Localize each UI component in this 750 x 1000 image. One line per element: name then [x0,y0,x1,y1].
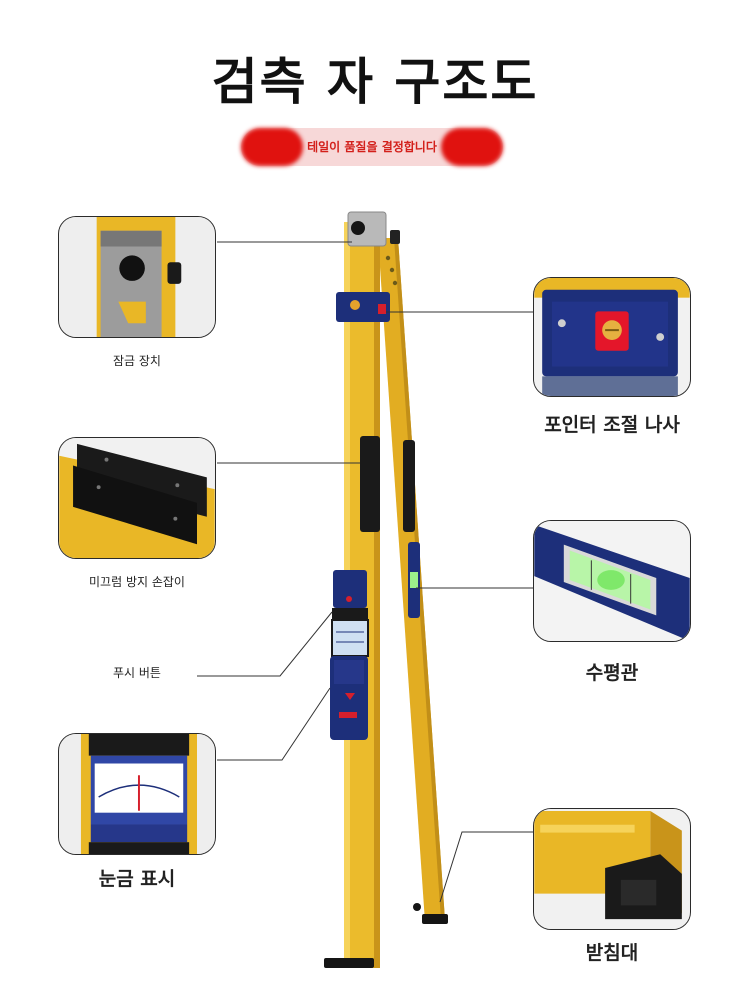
base-foot-left [324,958,374,968]
grip-detail-photo [58,437,216,559]
level-vial-label: 수평관 [585,662,639,684]
base-detail-photo [533,808,691,930]
lock-plate [347,211,387,247]
push-button-module [333,570,367,608]
base-label: 받침대 [585,942,639,964]
lock-label: 잠금 장치 [113,354,161,368]
page-title: 검측 자 구조도 [211,53,539,111]
scale-window [331,619,369,657]
scale-label: 눈금 표시 [98,868,176,890]
banner-right-blob [441,128,503,166]
banner-left-blob [241,128,303,166]
level-vial-photo [533,520,691,642]
lock-detail-photo [58,216,216,338]
base-foot-right [422,914,448,924]
pointer-screw-label: 포인터 조절 나사 [544,414,680,436]
grip-label: 미끄럼 방지 손잡이 [89,575,185,589]
push-button-label: 푸시 버튼 [113,666,161,680]
grip-pad-left [360,436,380,532]
leader-lines [197,241,533,903]
banner-text: 테일이 품질을 결정합니다 [307,140,437,154]
pointer-block [336,292,390,322]
lock-knob [351,221,365,235]
scale-detail-photo [58,733,216,855]
grip-pad-right [403,440,415,532]
slogan-banner: 테일이 품질을 결정합니다 [241,128,503,166]
pointer-screw-photo [533,277,691,397]
